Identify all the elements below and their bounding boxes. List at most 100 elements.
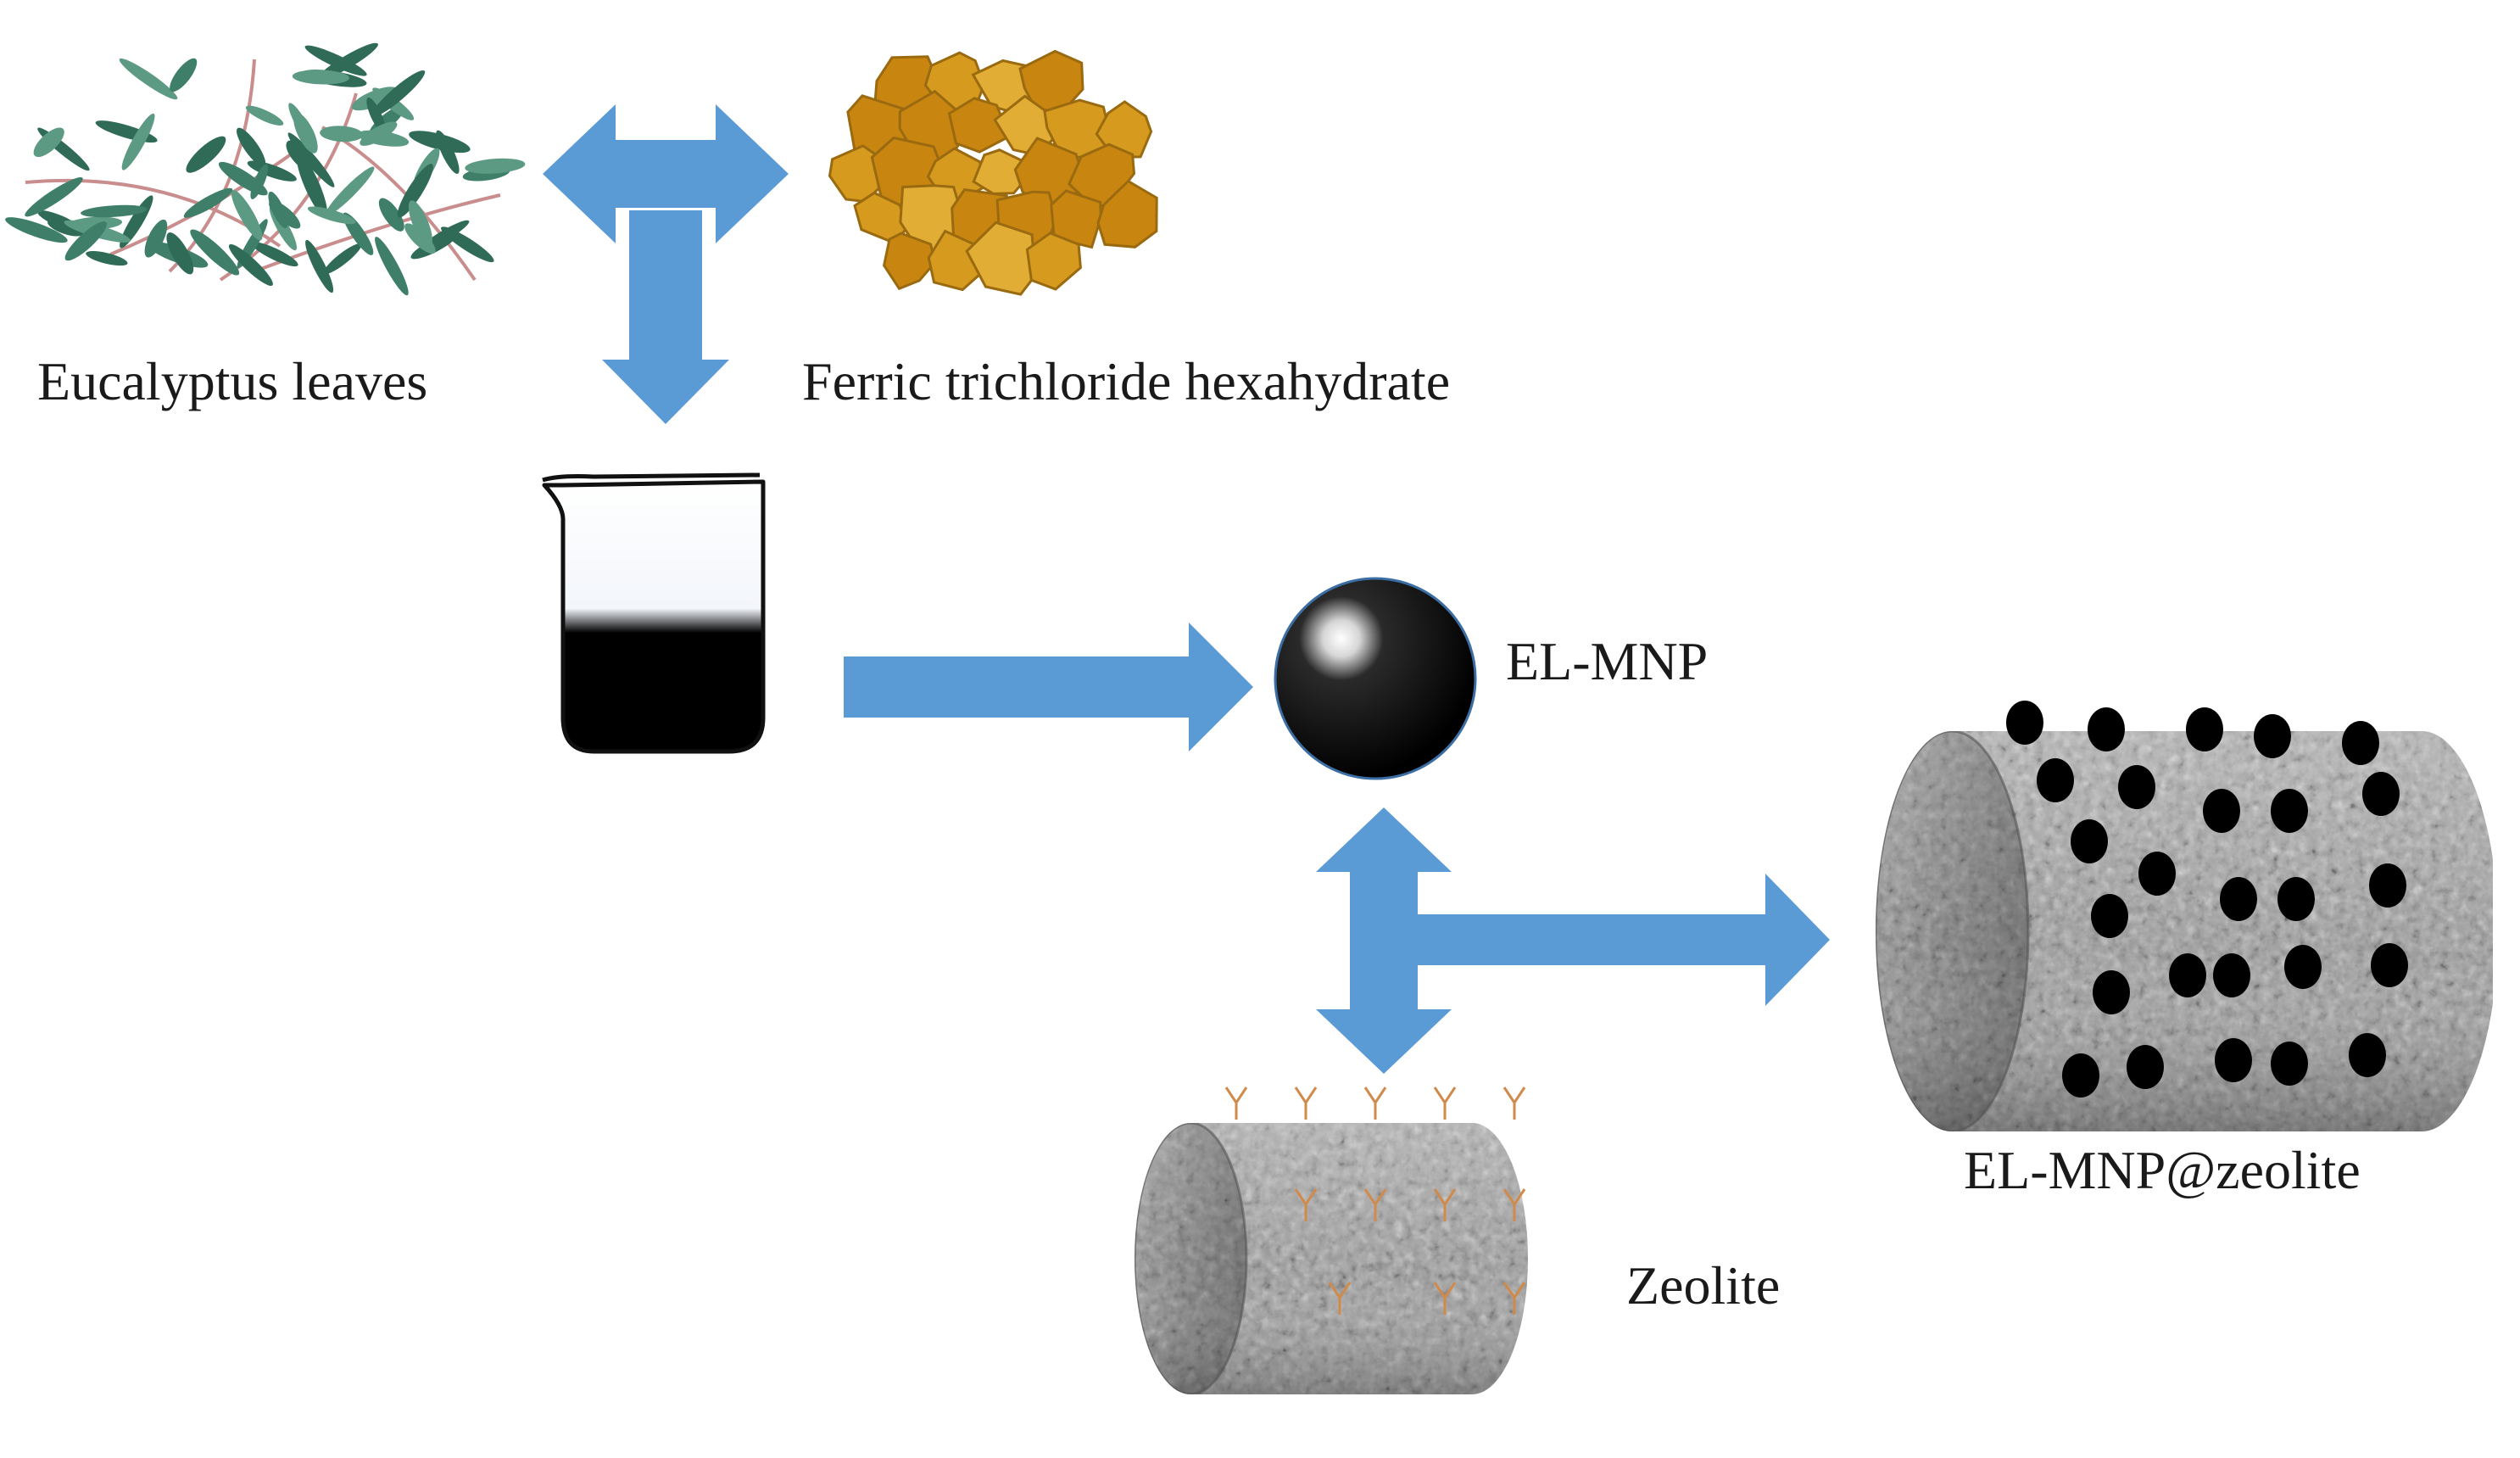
crystal — [883, 232, 937, 291]
nanoparticle-dot — [2362, 772, 2400, 816]
leaf — [186, 136, 226, 173]
arrow-to-composite — [1418, 874, 1830, 1006]
nanoparticle-dot — [2093, 970, 2130, 1014]
functional-group-mark — [1294, 1188, 1318, 1221]
nanoparticle-dot — [2088, 707, 2125, 751]
leaf — [323, 243, 362, 275]
nanoparticle-dot — [2271, 789, 2308, 833]
nanoparticle-dot — [2091, 894, 2128, 938]
functional-group-mark — [1433, 1282, 1457, 1315]
leaf — [371, 70, 426, 117]
crystal — [947, 97, 1012, 154]
crystal — [1095, 100, 1153, 159]
arrows-group — [543, 104, 1830, 1074]
functional-group-mark — [1224, 1087, 1248, 1120]
nanoparticle-dot — [2271, 1042, 2308, 1086]
label-eucalyptus-leaves: Eucalyptus leaves — [37, 351, 428, 411]
nanoparticle-dot — [2254, 714, 2291, 758]
leaf — [465, 158, 526, 174]
nanoparticle-dot — [2215, 1038, 2252, 1082]
leaf — [237, 127, 266, 167]
leaf — [5, 217, 68, 243]
leaf — [292, 70, 349, 85]
leaf — [269, 200, 301, 229]
leaf — [81, 204, 148, 218]
nanoparticle-sphere-icon — [1274, 577, 1477, 780]
leaf — [307, 206, 356, 225]
functional-group-mark — [1503, 1282, 1526, 1315]
leaf — [304, 45, 367, 76]
leaf — [286, 140, 315, 172]
leaf — [397, 164, 433, 218]
leaf — [436, 130, 460, 174]
nanoparticle-dot — [2369, 863, 2406, 908]
leaf — [166, 232, 194, 275]
composite-cylinder-icon — [1876, 701, 2493, 1131]
ferric-crystals-icon — [828, 49, 1158, 296]
leaf — [25, 176, 83, 217]
leaf — [305, 239, 334, 293]
functional-groups — [1224, 1087, 1526, 1315]
double-arrow-horizontal — [543, 104, 789, 243]
nanoparticle-dot — [2169, 953, 2206, 997]
leaf — [183, 187, 233, 218]
leaf — [247, 160, 297, 182]
leaf — [33, 127, 64, 158]
nanoparticle-dot — [2186, 707, 2223, 751]
functional-group-mark — [1503, 1087, 1526, 1120]
nanoparticle-dot — [2284, 945, 2322, 989]
label-zeolite: Zeolite — [1626, 1255, 1781, 1316]
leaf — [293, 112, 318, 154]
double-arrow-elmnp-zeolite — [1316, 807, 1452, 1074]
leaf — [119, 58, 178, 100]
functional-group-mark — [1294, 1087, 1318, 1120]
crystal — [1025, 232, 1082, 291]
nanoparticle-dot — [2220, 877, 2257, 921]
crystal — [965, 221, 1037, 296]
nanoparticle-dot — [2127, 1045, 2164, 1089]
leaf — [190, 229, 240, 276]
functional-group-mark — [1433, 1087, 1457, 1120]
leaf — [325, 166, 375, 216]
leaf — [375, 237, 409, 296]
leaf — [408, 200, 432, 247]
leaf — [121, 113, 155, 170]
arrow-down-to-beaker — [602, 210, 729, 424]
eucalyptus-leaves-icon — [5, 42, 526, 296]
leaf — [86, 251, 128, 266]
label-el-mnp: EL-MNP — [1506, 631, 1709, 691]
nanoparticle-dot — [2371, 943, 2408, 987]
nanoparticle-dot — [2071, 819, 2108, 863]
functional-group-mark — [1433, 1188, 1457, 1221]
crystal — [1096, 179, 1158, 249]
arrow-beaker-to-elmnp — [844, 623, 1253, 751]
label-el-mnp-zeolite: EL-MNP@zeolite — [1964, 1140, 2361, 1200]
functional-group-mark — [1328, 1282, 1352, 1315]
nanoparticle-dot — [2006, 701, 2043, 745]
leaf — [251, 242, 298, 267]
nanoparticle-dot — [2349, 1033, 2386, 1077]
leaf — [378, 198, 404, 232]
leaf-stem — [168, 59, 256, 273]
leaf — [250, 164, 269, 199]
leaf — [317, 42, 378, 81]
leaf — [320, 126, 364, 142]
leaf — [68, 216, 123, 230]
leaf — [64, 221, 107, 261]
nanoparticle-dot — [2342, 721, 2379, 765]
nanoparticle-dot — [2037, 758, 2074, 802]
nanoparticle-dot — [2203, 789, 2240, 833]
zeolite-cylinder-icon — [1135, 1087, 1528, 1394]
leaf — [170, 58, 198, 92]
nanoparticle-dots — [2006, 701, 2408, 1098]
label-ferric-trichloride: Ferric trichloride hexahydrate — [802, 351, 1451, 411]
nanoparticle-dot — [2138, 852, 2176, 896]
nanoparticle-dot — [2213, 953, 2250, 997]
nanoparticle-dot — [2277, 877, 2315, 921]
leaf — [357, 130, 410, 147]
nanoparticle-dot — [2062, 1053, 2099, 1098]
beaker-icon — [542, 472, 766, 754]
functional-group-mark — [1503, 1188, 1526, 1221]
